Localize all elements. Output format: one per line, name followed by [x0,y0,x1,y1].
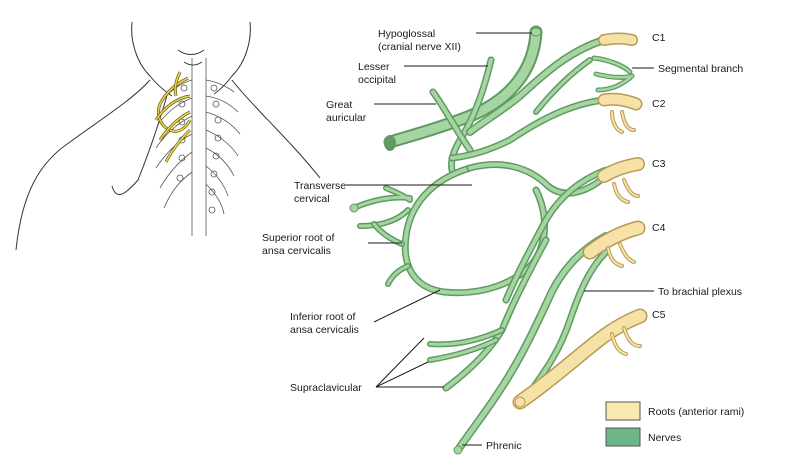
label-phrenic: Phrenic [486,440,522,452]
label-hypoglossal: Hypoglossal [378,28,435,40]
label-brachial-plexus: To brachial plexus [658,286,742,298]
nerve-labels: Hypoglossal (cranial nerve XII) Lesser o… [262,28,743,452]
nerve-roots [512,32,648,410]
label-lesser-occipital: Lesser [358,61,390,73]
label-great-auricular: Great [326,99,352,111]
nerve-network [349,25,635,455]
label-inferior-root: Inferior root of [290,311,355,323]
label-hypoglossal-sub: (cranial nerve XII) [378,41,461,53]
label-superior-root-sub: ansa cervicalis [262,245,331,257]
label-root-c5: C5 [652,309,666,321]
legend-label-roots: Roots (anterior rami) [648,406,744,418]
label-superior-root: Superior root of [262,232,334,244]
legend: Roots (anterior rami) Nerves [605,401,744,447]
label-transverse-cervical: Transverse [294,180,346,192]
leader-lines [346,32,654,446]
label-root-c3: C3 [652,158,666,170]
inset-plexus-highlight [154,71,192,163]
spinal-nerve-sketch [155,79,241,215]
label-great-auricular-sub: auricular [326,112,367,124]
label-root-c2: C2 [652,98,666,110]
label-root-c1: C1 [652,32,666,44]
legend-swatch-roots [605,401,641,421]
label-segmental-branch: Segmental branch [658,63,743,75]
legend-swatch-nerves [605,427,641,447]
head-neck-inset [15,21,321,251]
label-inferior-root-sub: ansa cervicalis [290,324,359,336]
label-supraclavicular: Supraclavicular [290,382,362,394]
legend-label-nerves: Nerves [648,432,681,444]
label-lesser-occipital-sub: occipital [358,74,396,86]
label-root-c4: C4 [652,222,666,234]
label-transverse-cervical-sub: cervical [294,193,330,205]
